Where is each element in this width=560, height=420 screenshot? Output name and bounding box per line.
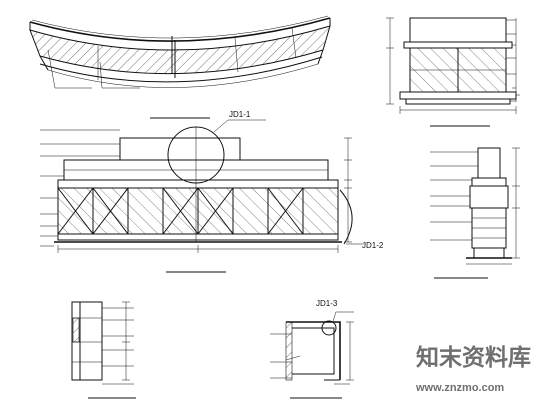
watermark-brand: 知末资料库 [416,344,531,371]
counter-outer-arc [29,17,331,42]
detail-callout-arc-2 [339,189,353,245]
plan-leader-2 [99,61,140,89]
section-side-view [430,147,520,279]
detail-ref-1-leader [213,119,266,133]
counter-inner-arc [39,56,323,83]
watermark-url: www.znzmo.com [415,382,504,394]
detail-callout-circle-3 [321,320,337,336]
detail-view-1 [71,301,136,399]
detail-ref-3-leader [332,311,354,322]
detail-view-3: JD1-3 [270,299,354,399]
detail-ref-1: JD1-1 [229,110,251,119]
plan-leader-1 [47,49,92,89]
front-elevation-view: JD1-1 JD1-2 [40,110,384,273]
detail-ref-2: JD1-2 [362,241,384,250]
counter-plan-view [29,15,331,119]
watermark: 知末资料库 www.znzmo.com [415,344,531,394]
side-elevation-view [386,17,520,127]
detail-ref-3: JD1-3 [316,299,338,308]
